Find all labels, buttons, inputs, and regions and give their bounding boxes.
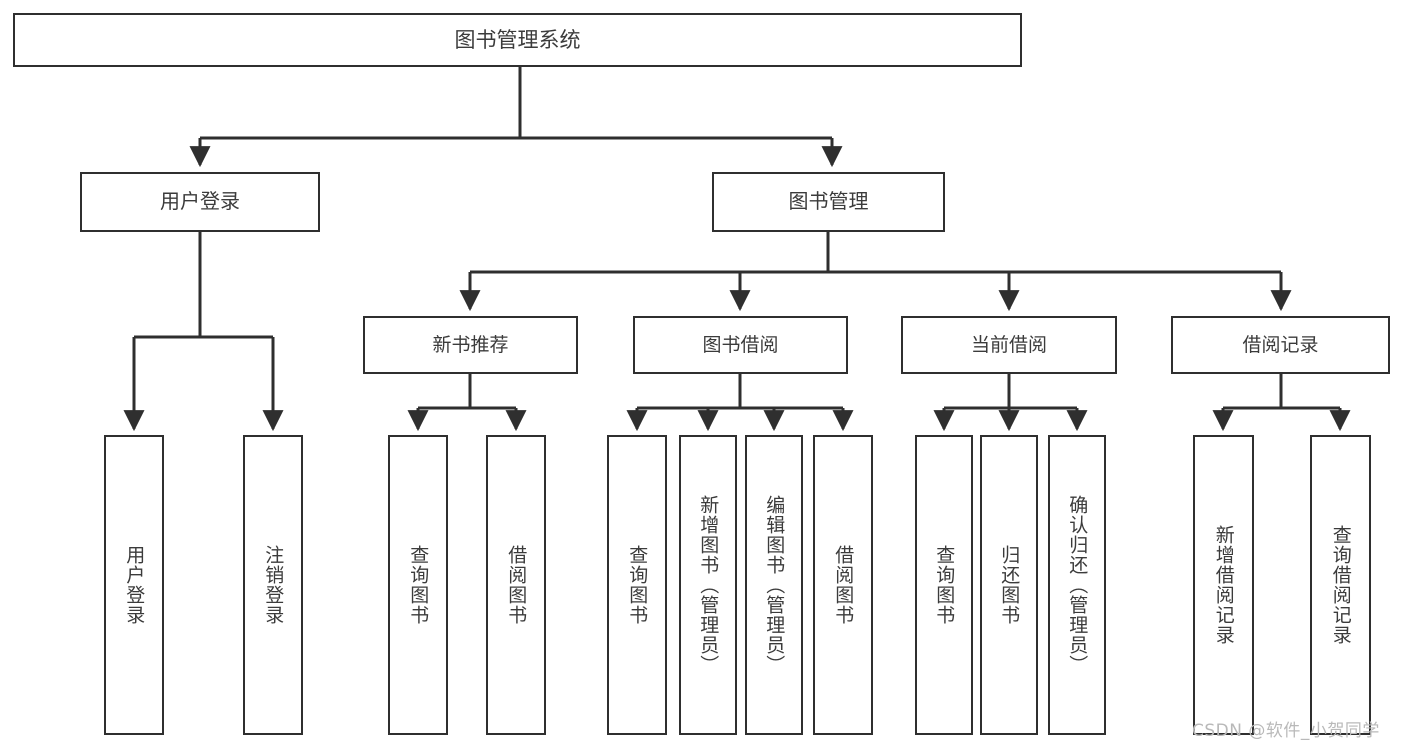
leaf-add-book-admin[interactable]: 新增图书（管理员） [679,435,737,735]
leaf-label: 查询借阅记录 [1329,525,1352,645]
leaf-label: 查询图书 [407,545,430,625]
node-root[interactable]: 图书管理系统 [13,13,1022,67]
node-current-borrow[interactable]: 当前借阅 [901,316,1117,374]
leaf-label: 新增借阅记录 [1212,525,1235,645]
node-user-login[interactable]: 用户登录 [80,172,320,232]
leaf-query-book-borrow[interactable]: 查询图书 [607,435,667,735]
leaf-label: 编辑图书（管理员） [763,495,786,675]
node-borrow-record[interactable]: 借阅记录 [1171,316,1390,374]
leaf-query-book-rec[interactable]: 查询图书 [388,435,448,735]
node-label: 图书管理 [788,189,869,214]
node-book-borrow[interactable]: 图书借阅 [633,316,848,374]
node-root-label: 图书管理系统 [454,27,581,52]
leaf-logout[interactable]: 注销登录 [243,435,303,735]
leaf-add-borrow-record[interactable]: 新增借阅记录 [1193,435,1254,735]
leaf-query-borrow-record[interactable]: 查询借阅记录 [1310,435,1371,735]
leaf-borrow-book-rec[interactable]: 借阅图书 [486,435,546,735]
node-label: 用户登录 [160,189,240,214]
node-label: 当前借阅 [970,333,1047,356]
watermark: CSDN @软件_小贺同学 [1192,721,1380,741]
leaf-query-book-current[interactable]: 查询图书 [915,435,973,735]
leaf-label: 借阅图书 [832,545,855,625]
node-book-management[interactable]: 图书管理 [712,172,945,232]
leaf-return-book[interactable]: 归还图书 [980,435,1038,735]
leaf-borrow-book[interactable]: 借阅图书 [813,435,873,735]
node-label: 借阅记录 [1242,333,1319,356]
node-label: 图书借阅 [702,333,779,356]
leaf-label: 归还图书 [998,545,1021,625]
leaf-label: 用户登录 [123,545,146,625]
node-new-book-recommend[interactable]: 新书推荐 [363,316,578,374]
leaf-label: 注销登录 [262,545,285,625]
leaf-label: 确认归还（管理员） [1066,495,1089,675]
leaf-label: 查询图书 [933,545,956,625]
leaf-confirm-return-admin[interactable]: 确认归还（管理员） [1048,435,1106,735]
leaf-user-login[interactable]: 用户登录 [104,435,164,735]
leaf-edit-book-admin[interactable]: 编辑图书（管理员） [745,435,803,735]
leaf-label: 新增图书（管理员） [697,495,720,675]
leaf-label: 查询图书 [626,545,649,625]
node-label: 新书推荐 [432,333,509,356]
leaf-label: 借阅图书 [505,545,528,625]
